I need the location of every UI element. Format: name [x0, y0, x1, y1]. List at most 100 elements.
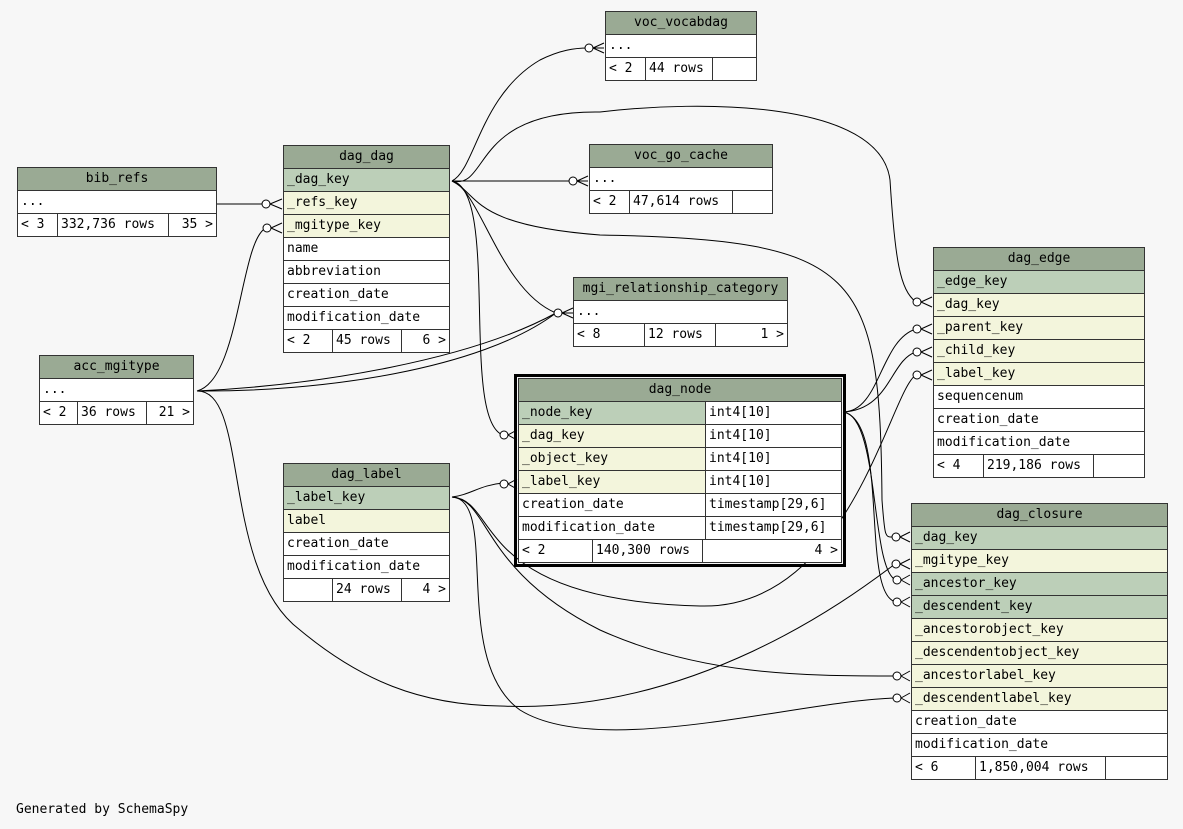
column-ellipsis: ... — [593, 171, 617, 186]
column-creation-date: creation_date — [915, 714, 1017, 729]
column-creation-date: creation_date — [937, 412, 1039, 427]
column-type: timestamp[29,6] — [705, 494, 841, 516]
row-count: 47,614 rows — [630, 191, 733, 213]
crowfoot-marker — [900, 670, 911, 682]
edge-daglabel-dagclosure-anc — [451, 496, 897, 677]
children-count[interactable]: 1 > — [760, 327, 784, 342]
parents-count[interactable]: < 2 — [284, 330, 333, 352]
crowfoot-marker — [899, 531, 911, 543]
children-count — [1094, 455, 1144, 477]
table-dag-dag[interactable]: dag_dag _dag_key _refs_key _mgitype_key … — [283, 145, 450, 353]
parents-count[interactable]: < 3 — [18, 214, 58, 236]
parents-count[interactable]: < 2 — [40, 402, 78, 424]
parents-count — [284, 579, 333, 601]
column-mgitype-key: _mgitype_key — [915, 553, 1009, 568]
column-modification-date: modification_date — [287, 310, 421, 325]
fk-endpoint-circle — [891, 532, 901, 542]
column-node-key: _node_key — [519, 402, 705, 424]
table-title[interactable]: dag_dag — [284, 146, 449, 169]
row-count: 45 rows — [333, 330, 402, 352]
children-count[interactable]: 6 > — [422, 333, 446, 348]
table-title[interactable]: dag_label — [284, 464, 449, 487]
table-title[interactable]: dag_edge — [934, 248, 1144, 271]
column-label-key: _label_key — [937, 366, 1016, 381]
column-creation-date: creation_date — [287, 287, 389, 302]
row-count: 332,736 rows — [58, 214, 169, 236]
table-title[interactable]: dag_closure — [912, 504, 1167, 527]
fk-endpoint-circle — [553, 308, 563, 318]
column-creation-date: creation_date — [519, 494, 705, 516]
children-count[interactable] — [733, 191, 772, 213]
children-count[interactable]: 4 > — [814, 543, 838, 558]
edge-accmgitype-dagclosure — [196, 390, 896, 707]
column-ancestorobject-key: _ancestorobject_key — [915, 622, 1064, 637]
column-dag-key: _dag_key — [937, 297, 1000, 312]
fk-endpoint-circle — [499, 430, 509, 440]
table-mgi-relationship-category[interactable]: mgi_relationship_category ... < 8 12 row… — [573, 277, 788, 347]
parents-count[interactable]: < 4 — [934, 455, 984, 477]
edge-daglabel-dagedge — [451, 374, 917, 607]
column-ellipsis: ... — [577, 304, 601, 319]
edge-daglabel-dagnode — [451, 482, 504, 498]
parents-count[interactable]: < 8 — [574, 324, 645, 346]
table-dag-label[interactable]: dag_label _label_key label creation_date… — [283, 463, 450, 602]
edge-dagnode-dagedge-parent — [842, 328, 917, 413]
fk-endpoint-circle — [568, 176, 578, 186]
column-ellipsis: ... — [21, 194, 45, 209]
table-title[interactable]: mgi_relationship_category — [574, 278, 787, 301]
column-ancestor-key: _ancestor_key — [915, 576, 1017, 591]
fk-endpoint-circle — [499, 479, 509, 489]
column-label-key: _label_key — [519, 471, 705, 493]
column-object-key: _object_key — [519, 448, 705, 470]
children-count — [1106, 757, 1167, 779]
edge-dagdag-relcat — [451, 180, 557, 314]
edge-dagdag-dagclosure — [451, 180, 896, 538]
children-count[interactable] — [713, 58, 756, 80]
column-descendent-key: _descendent_key — [915, 599, 1033, 614]
table-title[interactable]: acc_mgitype — [40, 356, 193, 379]
parents-count[interactable]: < 2 — [519, 540, 593, 562]
table-title[interactable]: dag_node — [519, 379, 841, 402]
fk-endpoint-circle — [262, 223, 272, 233]
column-ellipsis: ... — [43, 382, 67, 397]
table-title[interactable]: voc_vocabdag — [606, 12, 756, 35]
fk-endpoint-circle — [892, 671, 902, 681]
parents-count[interactable]: < 2 — [606, 58, 646, 80]
column-type: int4[10] — [705, 471, 841, 493]
parents-count[interactable]: < 2 — [590, 191, 630, 213]
edge-accmgitype-dagdag — [196, 227, 267, 392]
children-count[interactable]: 21 > — [158, 405, 190, 420]
fk-endpoint-circle — [584, 43, 594, 53]
crowfoot-marker — [507, 429, 518, 441]
column-modification-date: modification_date — [287, 559, 421, 574]
row-count: 24 rows — [333, 579, 402, 601]
row-count: 36 rows — [78, 402, 147, 424]
children-count[interactable]: 35 > — [181, 217, 213, 232]
table-dag-edge[interactable]: dag_edge _edge_key _dag_key _parent_key … — [933, 247, 1145, 478]
fk-endpoint-circle — [892, 597, 902, 607]
table-title[interactable]: bib_refs — [18, 168, 216, 191]
column-mgitype-key: _mgitype_key — [287, 218, 381, 233]
children-count[interactable]: 4 > — [422, 582, 446, 597]
table-dag-closure[interactable]: dag_closure _dag_key _mgitype_key _ances… — [911, 503, 1168, 780]
table-acc-mgitype[interactable]: acc_mgitype ... < 2 36 rows 21 > — [39, 355, 194, 425]
table-bib-refs[interactable]: bib_refs ... < 3 332,736 rows 35 > — [17, 167, 217, 237]
crowfoot-marker — [900, 692, 911, 704]
crowfoot-marker — [592, 42, 605, 54]
edge-dagdag-dagedge — [451, 105, 917, 303]
edge-daglabel-dagclosure-desc — [451, 496, 897, 731]
column-type: timestamp[29,6] — [705, 517, 841, 539]
column-label: label — [287, 513, 327, 528]
table-voc-vocabdag[interactable]: voc_vocabdag ... < 2 44 rows — [605, 11, 757, 81]
column-dag-key: _dag_key — [519, 425, 705, 447]
row-count: 1,850,004 rows — [976, 757, 1106, 779]
table-voc-go-cache[interactable]: voc_go_cache ... < 2 47,614 rows — [589, 144, 773, 214]
crowfoot-marker — [270, 222, 283, 234]
column-edge-key: _edge_key — [937, 274, 1008, 289]
column-modification-date: modification_date — [915, 737, 1049, 752]
parents-count[interactable]: < 6 — [912, 757, 976, 779]
table-title[interactable]: voc_go_cache — [590, 145, 772, 168]
fk-endpoint-circle — [912, 347, 922, 357]
fk-endpoint-circle — [912, 370, 922, 380]
